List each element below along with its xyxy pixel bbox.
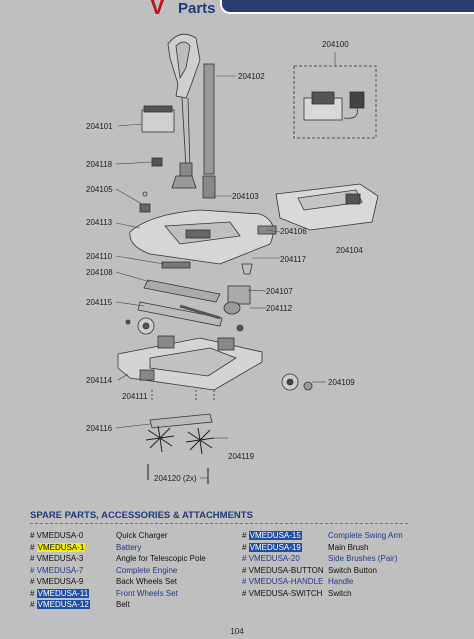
base-frame-drawing <box>117 335 263 391</box>
label-204116: 204116 <box>86 424 113 433</box>
label-204100: 204100 <box>322 40 349 49</box>
dust-bin-drawing <box>275 183 379 231</box>
list-item: # VMEDUSA-1 Battery <box>30 542 206 554</box>
label-204119: 204119 <box>228 452 255 461</box>
part-code: # VMEDUSA-7 <box>30 565 84 575</box>
part-code: # VMEDUSA-12 <box>30 600 90 609</box>
label-204107: 204107 <box>266 287 293 296</box>
label-204112: 204112 <box>266 304 293 313</box>
part-code: # VMEDUSA-11 <box>30 588 90 598</box>
page-number: 104 <box>230 627 244 636</box>
part-desc: Handle <box>328 577 354 586</box>
pole-drawing <box>203 63 215 175</box>
exploded-parts-diagram <box>115 33 379 484</box>
part-desc: Angle for Telescopic Pole <box>116 554 206 563</box>
main-brush-drawing <box>137 285 251 327</box>
part-desc: Side Brushes (Pair) <box>328 554 398 563</box>
parts-list-left: # VMEDUSA-0 Quick Charger # VMEDUSA-1 Batt… <box>30 530 206 611</box>
label-204110: 204110 <box>86 252 113 261</box>
list-item: # VMEDUSA-3 Angle for Telescopic Pole <box>30 553 206 565</box>
part-code: # VMEDUSA-SWITCH <box>242 588 323 598</box>
list-item: # VMEDUSA-BUTTON Switch Button <box>242 565 403 577</box>
list-item: # VMEDUSA-15 Complete Swing Arm <box>242 530 403 542</box>
list-item: # VMEDUSA-11 Front Wheels Set <box>30 588 206 600</box>
part-code: # VMEDUSA-HANDLE <box>242 577 324 586</box>
list-item: # VMEDUSA-9 Back Wheels Set <box>30 576 206 588</box>
label-204114: 204114 <box>86 376 113 385</box>
list-item: # VMEDUSA-SWITCH Switch <box>242 588 403 600</box>
header-bar <box>220 0 474 14</box>
list-item: # VMEDUSA-0 Quick Charger <box>30 530 206 542</box>
parts-list-right: # VMEDUSA-15 Complete Swing Arm # VMEDUSA… <box>242 530 403 599</box>
list-item: # VMEDUSA-HANDLE Handle <box>242 576 403 588</box>
label-204118: 204118 <box>86 160 113 169</box>
list-item: # VMEDUSA-12 Belt <box>30 599 206 611</box>
part-code: # VMEDUSA-BUTTON <box>242 565 324 575</box>
part-desc: Complete Engine <box>116 565 178 575</box>
label-204115: 204115 <box>86 298 113 307</box>
part-desc: Complete Swing Arm <box>328 531 403 540</box>
part-desc: Belt <box>116 600 130 609</box>
part-code: # VMEDUSA-3 <box>30 554 84 563</box>
part-desc: Battery <box>116 542 142 552</box>
section-title: SPARE PARTS, ACCESSORIES & ATTACHMENTS <box>30 510 253 521</box>
part-code: # VMEDUSA-0 <box>30 531 84 540</box>
list-item: # VMEDUSA-19 Main Brush <box>242 542 403 554</box>
part-desc: Quick Charger <box>116 531 168 540</box>
label-204104: 204104 <box>336 246 363 255</box>
section-divider <box>30 523 408 524</box>
part-code: # VMEDUSA-9 <box>30 577 84 586</box>
battery-drawing <box>141 105 175 133</box>
part-desc: Main Brush <box>328 542 369 552</box>
part-desc: Back Wheels Set <box>116 577 177 586</box>
highlighted-code: VMEDUSA-15 <box>248 531 302 540</box>
highlighted-code: VMEDUSA-11 <box>36 588 90 598</box>
charger-drawing <box>303 91 365 121</box>
list-item: # VMEDUSA-20 Side Brushes (Pair) <box>242 553 403 565</box>
page-header: V Parts <box>0 0 474 20</box>
label-204101: 204101 <box>86 122 113 131</box>
label-204103: 204103 <box>232 192 259 201</box>
label-204108: 204108 <box>86 268 113 277</box>
highlighted-code: VMEDUSA-19 <box>248 542 302 552</box>
top-cover-drawing <box>129 209 274 265</box>
bumper-drawing <box>149 413 213 429</box>
label-204105: 204105 <box>86 185 113 194</box>
side-brushes-drawing <box>145 425 215 484</box>
part-desc: Front Wheels Set <box>116 588 178 598</box>
part-desc: Switch <box>328 588 352 598</box>
highlighted-code: VMEDUSA-12 <box>36 600 90 609</box>
handle-drawing <box>167 33 201 189</box>
highlighted-code: VMEDUSA-1 <box>36 542 86 552</box>
label-204117: 204117 <box>280 255 307 264</box>
label-204113: 204113 <box>86 218 113 227</box>
label-204102: 204102 <box>238 72 265 81</box>
label-204106: 204106 <box>280 227 307 236</box>
list-item: # VMEDUSA-7 Complete Engine <box>30 565 206 577</box>
label-204109: 204109 <box>328 378 355 387</box>
part-code: # VMEDUSA-1 <box>30 542 86 552</box>
part-code: # VMEDUSA-15 <box>242 531 302 540</box>
brand-letter: V <box>150 0 165 19</box>
header-title: Parts <box>178 0 216 17</box>
label-204120: 204120 (2x) <box>154 474 197 483</box>
label-204111: 204111 <box>122 392 148 401</box>
part-desc: Switch Button <box>328 565 377 575</box>
part-code: # VMEDUSA-20 <box>242 554 300 563</box>
part-code: # VMEDUSA-19 <box>242 542 302 552</box>
